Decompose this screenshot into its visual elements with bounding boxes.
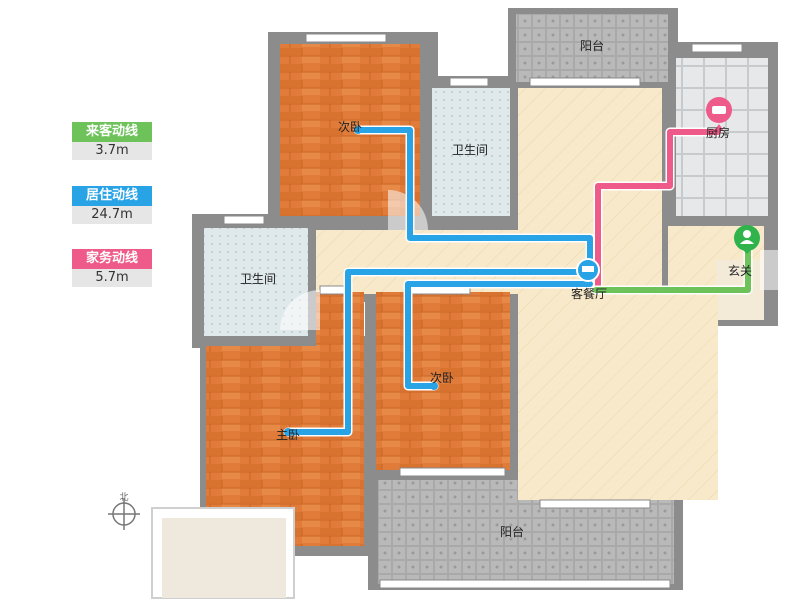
route-guest xyxy=(591,241,753,295)
balcony-top-floor xyxy=(516,14,668,82)
legend-housework-route-value: 5.7m xyxy=(72,269,152,287)
kitchen-floor xyxy=(676,58,768,216)
compass-icon: 北 xyxy=(108,492,140,530)
label-bathroom-top: 卫生间 xyxy=(452,143,488,157)
label-bedroom-mid: 次卧 xyxy=(430,371,454,385)
legend-living-route: 居住动线 24.7m xyxy=(72,186,152,224)
label-balcony-top: 阳台 xyxy=(580,38,604,53)
label-master-bedroom: 主卧 xyxy=(276,428,300,442)
sofa-icon xyxy=(576,258,600,282)
route-housework xyxy=(593,127,723,295)
route-endpoint-bedroom-top xyxy=(354,126,362,134)
legend-living-route-value: 24.7m xyxy=(72,206,152,224)
exterior-structure xyxy=(151,507,295,599)
windows xyxy=(223,33,743,589)
legend-housework-route-label: 家务动线 xyxy=(72,249,152,269)
label-bathroom-left: 卫生间 xyxy=(240,272,276,286)
legend-housework-route: 家务动线 5.7m xyxy=(72,249,152,287)
legend-living-route-label: 居住动线 xyxy=(72,186,152,206)
route-living xyxy=(283,125,595,437)
bathroom-top-floor xyxy=(432,88,510,216)
route-endpoint-bedroom-mid xyxy=(430,382,438,390)
label-balcony-bottom: 阳台 xyxy=(500,524,524,539)
legend-guest-route: 来客动线 3.7m xyxy=(72,122,152,160)
label-kitchen: 厨房 xyxy=(706,125,730,140)
label-entrance: 玄关 xyxy=(728,263,752,278)
compass-north-label: 北 xyxy=(119,492,128,503)
person-pin-icon xyxy=(734,225,760,254)
cooking-pot-icon xyxy=(706,97,732,131)
label-living-dining: 客餐厅 xyxy=(571,286,607,301)
label-bedroom-top: 次卧 xyxy=(338,120,362,134)
room-labels: 阳台 次卧 卫生间 厨房 卫生间 客餐厅 玄关 次卧 主卧 阳台 xyxy=(240,38,752,539)
legend-guest-route-value: 3.7m xyxy=(72,142,152,160)
living-lower-floor xyxy=(518,294,718,500)
bedroom-mid-floor xyxy=(376,292,510,470)
master-bedroom-upper xyxy=(316,292,364,352)
rooms xyxy=(204,14,768,584)
legend-guest-route-label: 来客动线 xyxy=(72,122,152,142)
route-endpoint-master xyxy=(284,428,292,436)
